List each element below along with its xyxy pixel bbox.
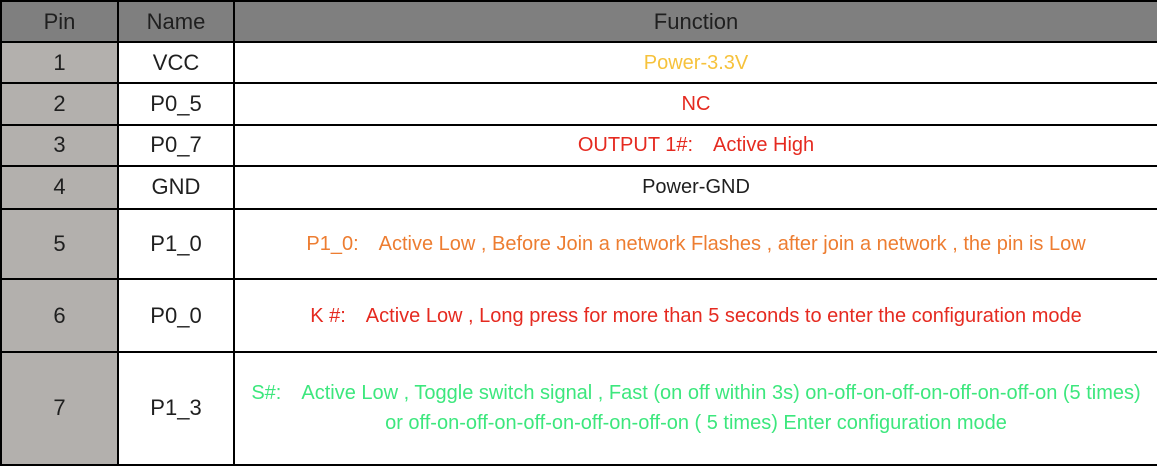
pin-name-cell: P1_0 (117, 207, 235, 281)
pin-name-cell: P0_0 (117, 278, 235, 353)
column-header-pin: Pin (0, 0, 119, 43)
pin-function-cell: P1_0: Active Low , Before Join a network… (233, 207, 1157, 281)
pin-function-cell: NC (233, 82, 1157, 126)
table-row-pin-1: 1 VCC Power-3.3V (0, 40, 1157, 85)
column-header-function: Function (233, 0, 1157, 43)
pin-name-cell: P0_5 (117, 82, 235, 126)
pin-number-cell: 1 (0, 40, 119, 85)
pin-name-cell: P0_7 (117, 123, 235, 168)
pin-number-cell: 6 (0, 278, 119, 353)
pin-number-cell: 2 (0, 82, 119, 126)
column-header-name: Name (117, 0, 235, 43)
pin-name-cell: VCC (117, 40, 235, 85)
pin-function-cell: Power-GND (233, 165, 1157, 210)
table-row-pin-7: 7 P1_3 S#: Active Low , Toggle switch si… (0, 350, 1157, 467)
pin-name-cell: GND (117, 165, 235, 210)
pin-number-cell: 7 (0, 350, 119, 467)
table-row-pin-3: 3 P0_7 OUTPUT 1#: Active High (0, 123, 1157, 168)
pin-function-cell: S#: Active Low , Toggle switch signal , … (233, 350, 1157, 467)
pin-number-cell: 3 (0, 123, 119, 168)
pin-function-cell: K #: Active Low , Long press for more th… (233, 278, 1157, 353)
table-row-pin-4: 4 GND Power-GND (0, 165, 1157, 210)
table-row-pin-2: 2 P0_5 NC (0, 82, 1157, 126)
pin-function-cell: OUTPUT 1#: Active High (233, 123, 1157, 168)
pin-function-cell: Power-3.3V (233, 40, 1157, 85)
table-row-pin-5: 5 P1_0 P1_0: Active Low , Before Join a … (0, 207, 1157, 281)
pin-number-cell: 4 (0, 165, 119, 210)
table-row-pin-6: 6 P0_0 K #: Active Low , Long press for … (0, 278, 1157, 353)
pin-name-cell: P1_3 (117, 350, 235, 467)
table-header-row: Pin Name Function (0, 0, 1157, 43)
pin-number-cell: 5 (0, 207, 119, 281)
